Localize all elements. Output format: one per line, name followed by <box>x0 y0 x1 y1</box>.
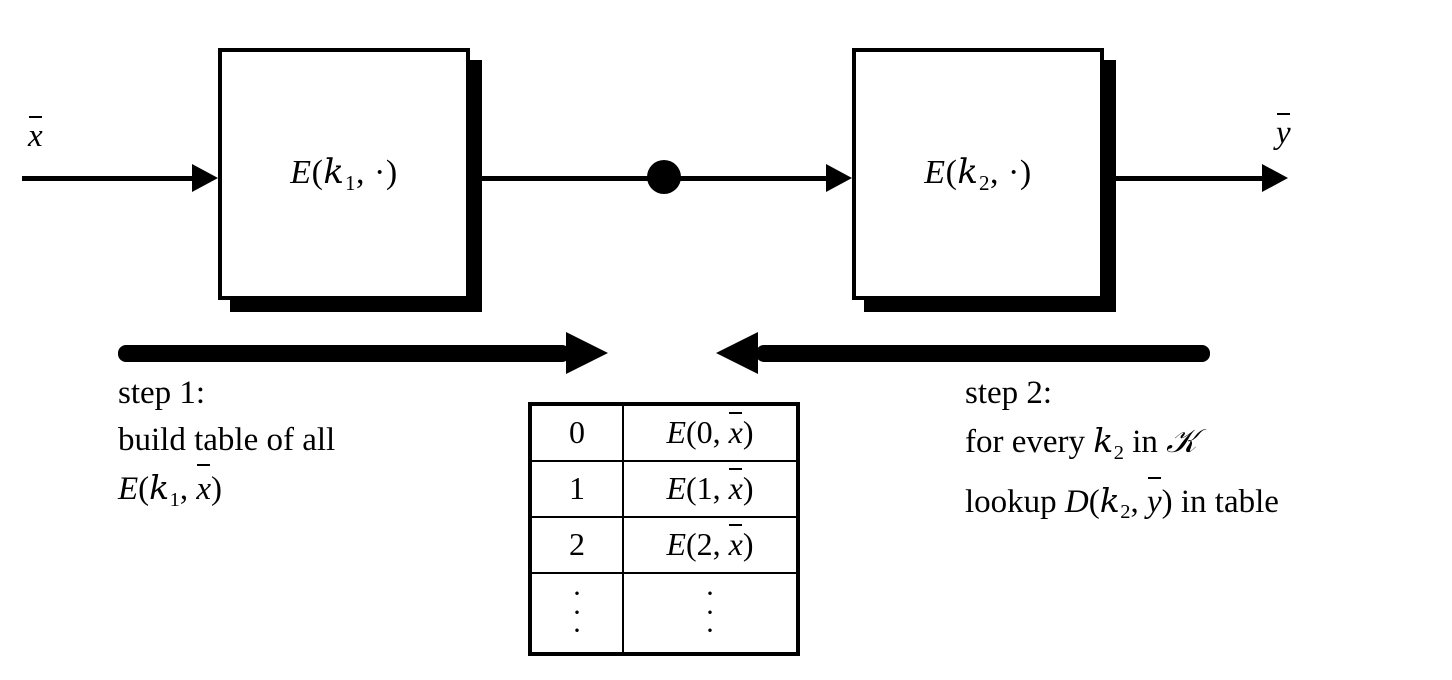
step-2-arrow-shaft <box>756 345 1210 362</box>
step-1-line-3: E(k1, x) <box>118 464 335 524</box>
table-row: ··· ··· <box>532 571 796 652</box>
table-row: 2 E(2, x) <box>532 515 796 574</box>
middle-signal-line-right <box>672 176 838 181</box>
table-cell-key-ellipsis: ··· <box>532 571 624 652</box>
step-1-line-2: build table of all <box>118 422 336 458</box>
input-arrowhead-icon <box>192 164 218 192</box>
table-cell-value: E(2, x) <box>622 515 796 574</box>
table-row: 1 E(1, x) <box>532 459 796 518</box>
step-2-line-2: for every k2 in 𝒦 <box>965 421 1197 464</box>
table-cell-value: E(0, x) <box>622 406 796 462</box>
table-cell-value: E(1, x) <box>622 459 796 518</box>
lookup-table[interactable]: 0 E(0, x) 1 E(1, x) 2 E(2, x) <box>528 402 800 656</box>
step-2-arrowhead-icon <box>716 332 758 374</box>
encryption-box-2-label: E(k2, ·) <box>924 152 1032 195</box>
step-2-line-3: lookup D(k2, y) in table <box>965 476 1279 537</box>
step-2-caption: step 2: for every k2 in 𝒦 lookup D(k2, y… <box>965 370 1279 536</box>
encryption-box-2[interactable]: E(k2, ·) <box>852 48 1104 300</box>
table-cell-key: 1 <box>532 459 624 518</box>
input-label-xbar: x <box>28 116 43 154</box>
table-cell-key: 2 <box>532 515 624 574</box>
input-signal-line <box>22 176 200 181</box>
output-arrowhead-icon <box>1262 164 1288 192</box>
table-cell-key: 0 <box>532 406 624 462</box>
step-1-line-1: step 1: <box>118 375 206 411</box>
step-2-line-1: step 2: <box>965 375 1053 411</box>
output-label-ybar: y <box>1276 113 1291 151</box>
step-1-arrow-shaft <box>118 345 570 362</box>
middle-signal-line-left <box>474 176 670 181</box>
encryption-box-1-label: E(k1, ·) <box>290 152 398 195</box>
step-1-caption: step 1: build table of all E(k1, x) <box>118 370 335 524</box>
middle-arrowhead-icon <box>826 164 852 192</box>
encryption-box-1[interactable]: E(k1, ·) <box>218 48 470 300</box>
output-signal-line <box>1108 176 1266 181</box>
table-cell-value-ellipsis: ··· <box>622 571 796 652</box>
table-row: 0 E(0, x) <box>532 406 796 462</box>
step-1-arrowhead-icon <box>566 332 608 374</box>
